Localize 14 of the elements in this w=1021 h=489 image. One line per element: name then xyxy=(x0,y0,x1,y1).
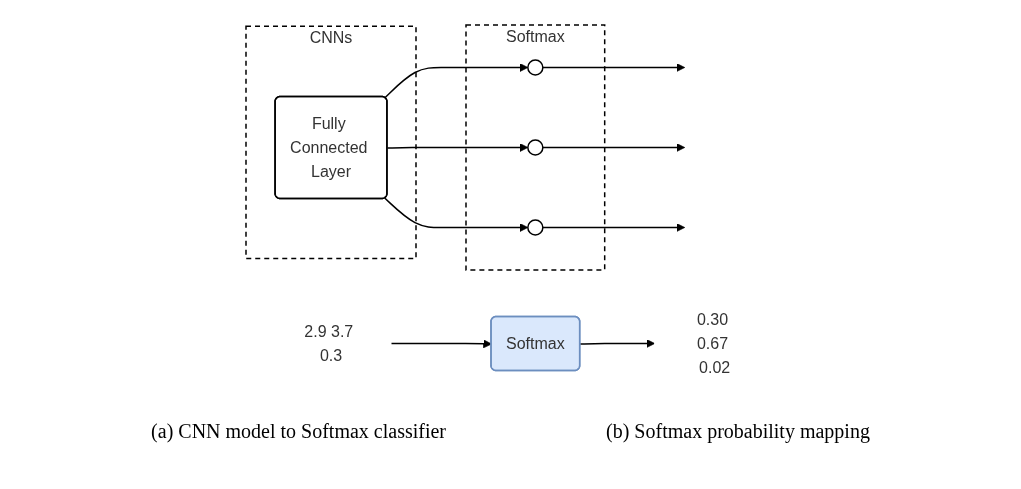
cluster: Softmax xyxy=(465,24,606,271)
arrow xyxy=(579,339,656,349)
arrow xyxy=(384,197,529,233)
caption: (b) Softmax probability mapping xyxy=(606,420,870,443)
node-circle xyxy=(527,219,544,236)
node-text: 0.30 0.67 0.02 xyxy=(697,310,731,376)
caption: (a) CNN model to Softmax classifier xyxy=(151,420,447,443)
arrow xyxy=(542,143,686,153)
arrow xyxy=(542,223,686,233)
node-circle xyxy=(527,139,544,156)
arrow xyxy=(384,63,529,99)
arrow xyxy=(542,63,686,73)
node-text: 2.9 3.7 0.3 xyxy=(304,322,354,364)
node-circle xyxy=(527,59,544,76)
